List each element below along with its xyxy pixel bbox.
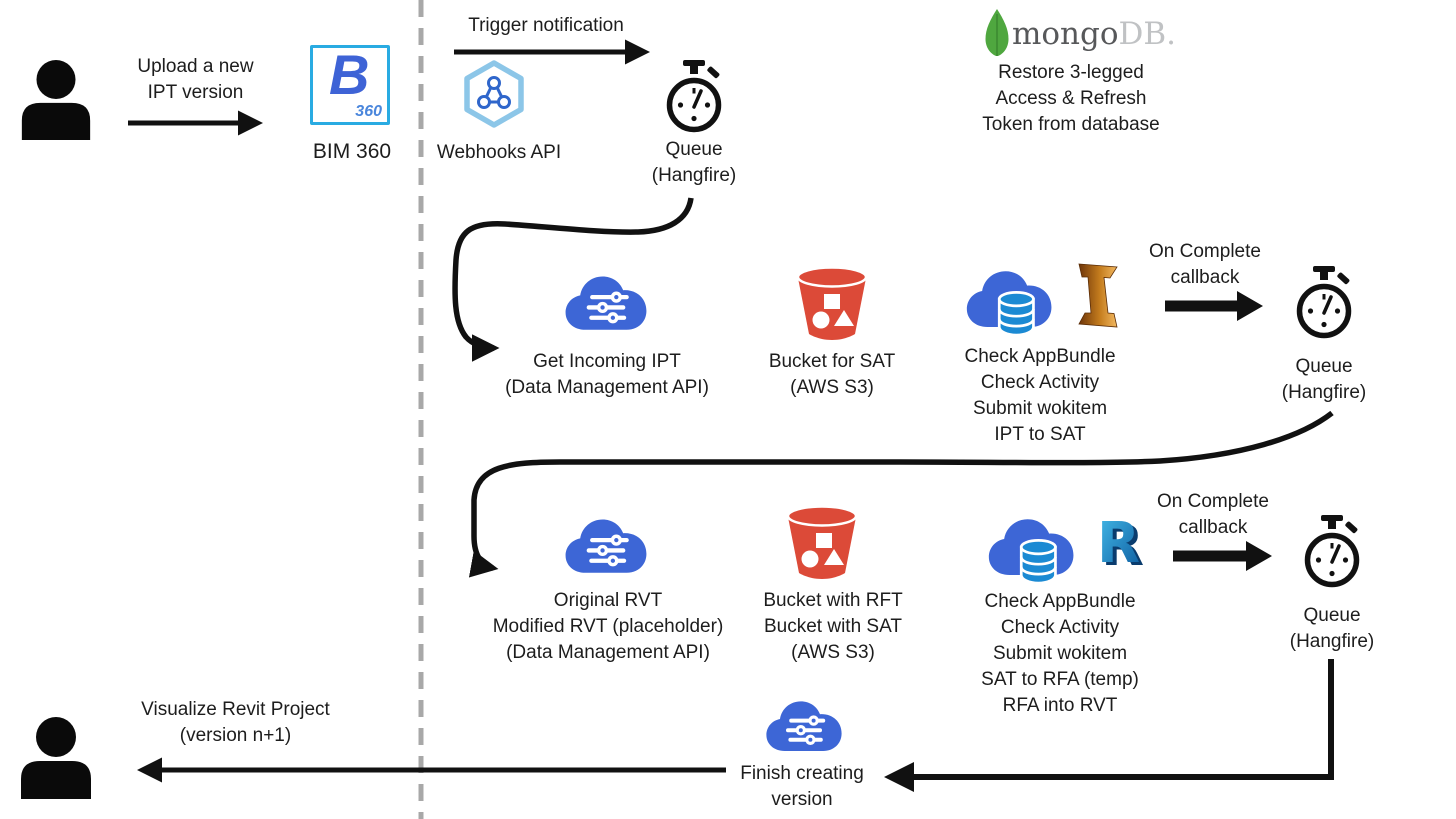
person-icon (21, 60, 91, 140)
cloud-settings-icon (565, 519, 647, 573)
database-cylinder (1019, 539, 1057, 585)
bucket-sat-icon (796, 266, 868, 347)
person-icon (21, 717, 91, 799)
stopwatch-icon (666, 60, 722, 133)
bucket-rft-icon (786, 503, 858, 588)
cloud-settings-icon (565, 276, 647, 330)
revit-icon: R R (1092, 510, 1144, 579)
check1-label: Check AppBundle Check Activity Submit wo… (964, 346, 1116, 445)
user-icon-bottom (18, 716, 94, 805)
leaf-icon (985, 9, 1009, 56)
visualize-label: Visualize Revit Project (version n+1) (141, 699, 330, 746)
s3-bucket-icon (796, 266, 868, 340)
original-rvt-cloud-icon (563, 516, 649, 583)
queue2-label: Queue (Hangfire) (1281, 356, 1367, 403)
bim360-label: BIM 360 (312, 140, 392, 163)
queue3-label: Queue (Hangfire) (1289, 605, 1375, 652)
oncomplete1-label: On Complete callback (1149, 241, 1261, 288)
revit-r-icon: R R (1097, 511, 1144, 579)
queue1-label: Queue (Hangfire) (651, 139, 737, 186)
cloud-database-icon (966, 271, 1052, 337)
get-incoming-cloud-icon (563, 273, 649, 340)
mongodb-leaf-icon (984, 8, 1010, 61)
mongodb-note: Restore 3-legged Access & Refresh Token … (982, 62, 1160, 135)
check2-label: Check AppBundle Check Activity Submit wo… (981, 591, 1139, 716)
curve-queue1-to-get-incoming (452, 197, 694, 362)
svg-text:R: R (1101, 514, 1144, 574)
block-arrow-oncomplete2 (1173, 541, 1272, 571)
get-incoming-label: Get Incoming IPT (Data Management API) (505, 351, 709, 398)
block-arrow-oncomplete1 (1165, 291, 1263, 321)
cloud-settings-icon (766, 701, 842, 751)
upload-label: Upload a new IPT version (137, 56, 254, 103)
webhooks-label: Webhooks API (436, 142, 562, 163)
bim360-icon: B 360 (310, 43, 390, 125)
oncomplete2-label: On Complete callback (1157, 491, 1269, 538)
bucket-sat-label: Bucket for SAT (AWS S3) (768, 351, 896, 398)
s3-bucket-icon (786, 505, 858, 579)
hexagon-webhook-icon (464, 60, 524, 128)
webhooks-icon (463, 60, 525, 133)
original-rvt-label: Original RVT Modified RVT (placeholder) … (492, 590, 724, 663)
curve-queue2-to-original-rvt (468, 410, 1334, 578)
inventor-icon (1078, 263, 1118, 334)
queue3-stopwatch-icon (1302, 515, 1362, 594)
bim360-letter: B (329, 43, 370, 106)
design-automation-cloud1-icon (963, 264, 1058, 341)
elbow-queue3-to-finish (884, 659, 1334, 792)
queue1-stopwatch-icon (664, 60, 724, 139)
finish-cloud-icon (764, 698, 844, 761)
database-cylinder (997, 291, 1035, 337)
svg-text:R: R (1097, 511, 1140, 574)
design-automation-cloud2-icon (985, 512, 1080, 589)
finish-label: Finish creating version (740, 763, 864, 810)
stopwatch-icon (1304, 515, 1360, 588)
bucket-rft-label: Bucket with RFT Bucket with SAT (AWS S3) (763, 590, 903, 663)
queue2-stopwatch-icon (1294, 266, 1354, 345)
stopwatch-icon (1296, 266, 1352, 339)
trigger-notification-label: Trigger notification (468, 15, 624, 36)
mongodb-wordmark: mongoDB. (1012, 16, 1177, 52)
user-icon-top (18, 60, 94, 145)
bim360-badge: 360 (355, 103, 382, 120)
inventor-ibeam-icon (1078, 263, 1118, 328)
cloud-database-icon (988, 519, 1074, 585)
